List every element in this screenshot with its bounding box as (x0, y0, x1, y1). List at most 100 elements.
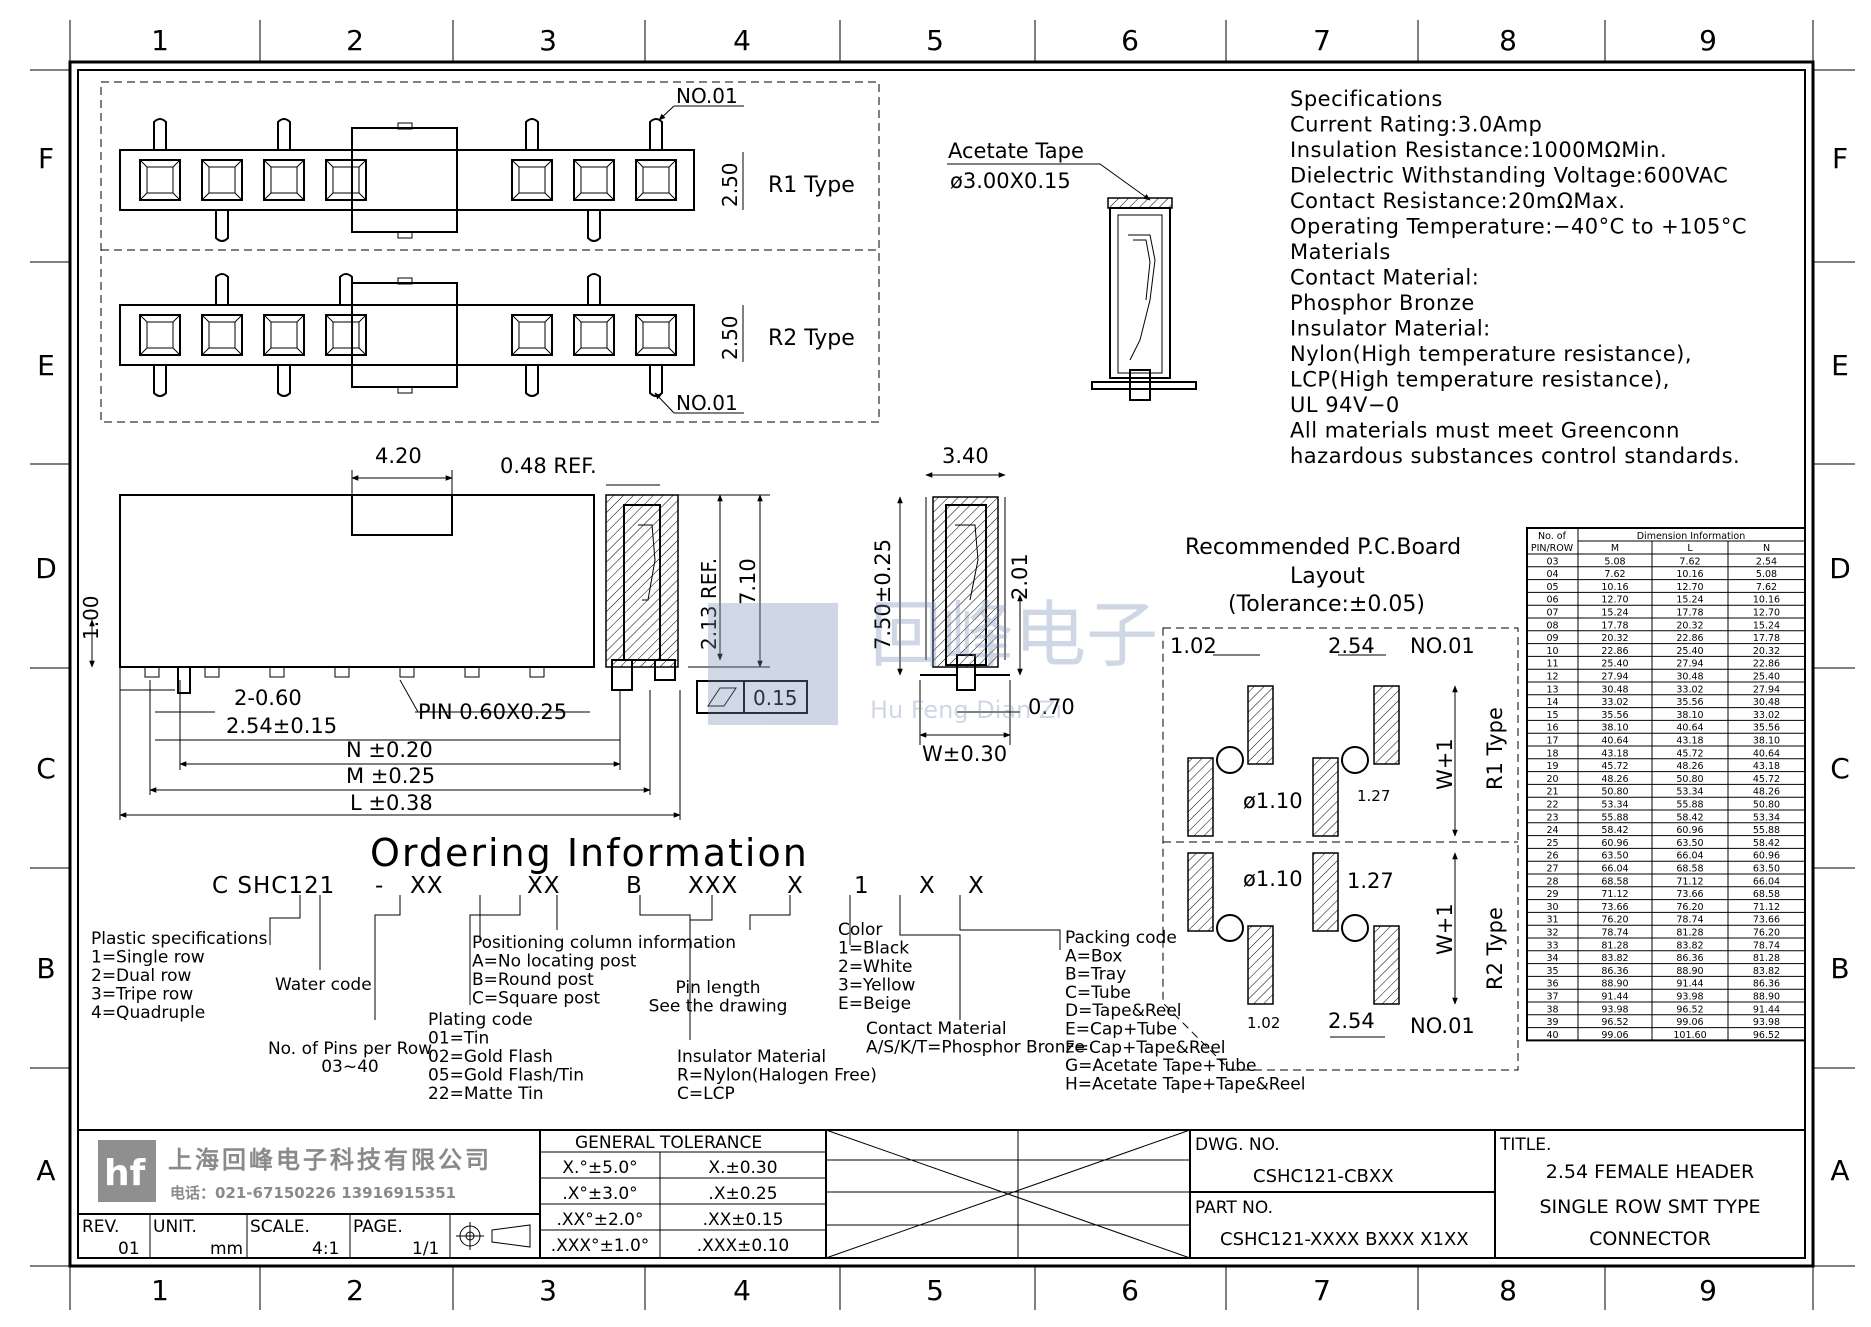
acetate-tape-label: Acetate Tape (948, 139, 1084, 163)
table-cell: 93.98 (1676, 992, 1703, 1003)
table-cell: 5.08 (1756, 569, 1777, 580)
watermark-en: Hu Feng Dian Zi (870, 696, 1062, 724)
table-cell: 14 (1546, 697, 1558, 708)
dim-0-48-ref: 0.48 REF. (500, 454, 597, 478)
tolerance-angle-1: .X°±3.0° (562, 1184, 637, 1204)
spec-line-12: UL 94V−0 (1290, 393, 1400, 417)
table-cell: 35.56 (1753, 723, 1780, 734)
table-cell: 06 (1546, 595, 1558, 606)
title-line-3: CONNECTOR (1589, 1228, 1711, 1250)
spec-line-11: LCP(High temperature resistance), (1290, 368, 1670, 392)
table-cell: 19 (1546, 761, 1558, 772)
order-pins-row-0: No. of Pins per Row (268, 1039, 432, 1059)
table-cell: 55.88 (1753, 825, 1780, 836)
order-code-part-3: XX (527, 873, 561, 899)
order-pins-row-1: 03~40 (321, 1057, 379, 1077)
dwg-value: CSHC121-CBXX (1253, 1166, 1394, 1187)
table-cell: 13 (1546, 684, 1558, 695)
table-cell: 25 (1546, 838, 1558, 849)
tolerance-rows: X.°±5.0°X.±0.30.X°±3.0°.X±0.25.XX°±2.0°.… (551, 1158, 790, 1256)
table-cell: 40.64 (1676, 723, 1703, 734)
order-color-2: 2=White (838, 957, 913, 977)
tolerance-linear-2: .XX±0.15 (703, 1210, 784, 1230)
table-cell: 53.34 (1753, 812, 1780, 823)
table-cell: 53.34 (1676, 787, 1703, 798)
table-cell: 55.88 (1676, 800, 1703, 811)
table-cell: 15.24 (1753, 620, 1780, 631)
dim-l: L ±0.38 (350, 791, 433, 815)
table-cell: 60.96 (1601, 838, 1628, 849)
pcb-title-1: Recommended P.C.Board (1185, 535, 1461, 560)
dim-n: N ±0.20 (346, 738, 433, 762)
order-color-3: 3=Yellow (838, 976, 915, 996)
dim-7-50: 7.50±0.25 (871, 539, 895, 650)
order-packing-5: E=Cap+Tube (1065, 1020, 1177, 1040)
table-cell: 43.18 (1601, 748, 1628, 759)
order-positioning-2: B=Round post (472, 970, 594, 990)
grid-col-top-1: 1 (151, 24, 169, 57)
order-packing-7: G=Acetate Tape+Tube (1065, 1056, 1256, 1076)
order-plating-2: 02=Gold Flash (428, 1047, 553, 1067)
table-cell: 83.82 (1676, 940, 1703, 951)
table-cell: 37 (1546, 992, 1558, 1003)
table-cell: 73.66 (1753, 915, 1780, 926)
r1-type-label: R1 Type (768, 173, 855, 198)
table-cell: 32 (1546, 928, 1558, 939)
table-cell: 24 (1546, 825, 1558, 836)
dim-2-13-ref: 2.13 REF. (697, 558, 721, 650)
grid-col-bottom-7: 7 (1313, 1274, 1331, 1307)
grid-col-bottom-1: 1 (151, 1274, 169, 1307)
page-value: 1/1 (412, 1239, 439, 1259)
table-cell: 22.86 (1753, 659, 1780, 670)
pcb-d110-bot: ø1.10 (1243, 867, 1303, 891)
table-cell: 58.42 (1753, 838, 1780, 849)
table-cell: 17.78 (1676, 608, 1703, 619)
order-code-part-1: - (375, 873, 384, 899)
table-cell: 93.98 (1601, 1004, 1628, 1015)
dim-2-01: 2.01 (1008, 553, 1032, 600)
ordering-title: Ordering Information (370, 831, 809, 875)
pcb-r2-label: R2 Type (1483, 907, 1507, 990)
table-cell: 86.36 (1753, 979, 1780, 990)
table-cell: 91.44 (1601, 992, 1628, 1003)
table-cell: 68.58 (1676, 864, 1703, 875)
table-cell: 91.44 (1676, 979, 1703, 990)
tolerance-linear-3: .XXX±0.10 (697, 1236, 789, 1256)
grid-col-top-6: 6 (1121, 24, 1139, 57)
pcb-w1-bot: W+1 (1433, 903, 1457, 955)
pcb-r2-pattern (1187, 852, 1458, 1038)
table-cell: 7.62 (1604, 569, 1625, 580)
table-cell: 63.50 (1753, 864, 1780, 875)
spec-line-13: All materials must meet Greenconn (1290, 419, 1680, 443)
r2-type-label: R2 Type (768, 326, 855, 351)
spec-line-5: Operating Temperature:−40°C to +105°C (1290, 215, 1747, 239)
order-insulator-0: Insulator Material (677, 1047, 826, 1067)
table-cell: 30.48 (1753, 697, 1780, 708)
spec-line-6: Materials (1290, 240, 1391, 264)
table-cell: 88.90 (1601, 979, 1628, 990)
order-water-code: Water code (275, 975, 372, 995)
grid-row-right-E: E (1831, 349, 1849, 382)
table-cell: 73.66 (1601, 902, 1628, 913)
grid-col-top-3: 3 (539, 24, 557, 57)
table-cell: 29 (1546, 889, 1558, 900)
order-insulator-2: C=LCP (677, 1084, 735, 1104)
table-cell: 76.20 (1676, 902, 1703, 913)
grid-row-left-E: E (37, 349, 55, 382)
dim-m: M ±0.25 (346, 764, 435, 788)
order-positioning-1: A=No locating post (472, 952, 637, 972)
grid-row-right-D: D (1829, 552, 1851, 585)
table-header-pin-row: PIN/ROW (1531, 543, 1574, 554)
table-cell: 58.42 (1676, 812, 1703, 823)
watermark-cn: 回峰电子 (870, 593, 1158, 677)
table-cell: 35.56 (1601, 710, 1628, 721)
grid-row-right-A: A (1830, 1154, 1849, 1187)
grid-row-right-F: F (1832, 142, 1848, 175)
ordering-leaders (269, 895, 1061, 1040)
grid-row-left-B: B (36, 952, 55, 985)
